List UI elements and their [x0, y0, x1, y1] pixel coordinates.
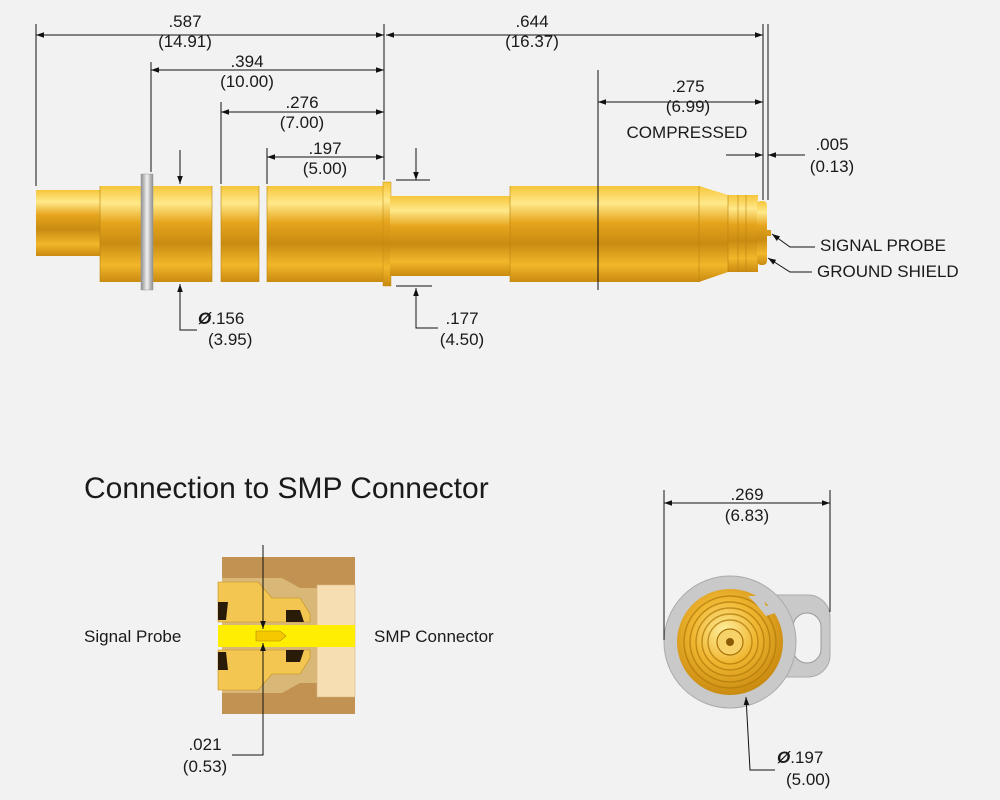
- dim-276-mm: (7.00): [280, 113, 324, 132]
- dim-275-in: .275: [671, 77, 704, 96]
- dim-197-dia-value: .197: [790, 748, 823, 767]
- dim-156-mm: (3.95): [208, 330, 252, 349]
- probe-body-1: [100, 186, 212, 282]
- leader-ground-shield: [767, 257, 812, 273]
- dim-644-in: .644: [515, 12, 548, 31]
- extension-lines: [35, 24, 769, 290]
- leader-signal-probe: [771, 233, 815, 248]
- probe-side-view: [36, 173, 771, 291]
- probe-signal-pin: [765, 230, 771, 236]
- dim-leader-021: [232, 643, 266, 756]
- probe-flange: [140, 173, 154, 291]
- signal-line: [218, 625, 355, 647]
- dim-021-in: .021: [188, 735, 221, 754]
- ground-shield-callout: GROUND SHIELD: [817, 262, 959, 281]
- dim-177-mm: (4.50): [440, 330, 484, 349]
- probe-barrel: [510, 186, 700, 282]
- dim-197-dia-mm: (5.00): [786, 770, 830, 789]
- dim-005-in: .005: [815, 135, 848, 154]
- dim-177-in: .177: [445, 309, 478, 328]
- dim-394-in: .394: [230, 52, 263, 71]
- dim-197-mm: (5.00): [303, 159, 347, 178]
- probe-tail: [36, 190, 102, 256]
- probe-body-2: [221, 186, 259, 282]
- dim-394-mm: (10.00): [220, 72, 274, 91]
- end-view-slot: [792, 612, 822, 664]
- dim-leader-177: [413, 288, 438, 329]
- probe-neck: [390, 196, 512, 276]
- dim-275-note: COMPRESSED: [627, 123, 748, 142]
- dim-021-mm: (0.53): [183, 757, 227, 776]
- dim-156-in: Ø.156: [198, 309, 244, 328]
- probe-ground-shield: [728, 195, 758, 272]
- end-view-notch: [748, 596, 778, 616]
- dim-587-in: .587: [168, 12, 201, 31]
- signal-probe-callout: SIGNAL PROBE: [820, 236, 946, 255]
- probe-taper: [699, 186, 728, 282]
- dim-197-dia-in: Ø.197: [777, 748, 823, 767]
- section-title: Connection to SMP Connector: [84, 472, 489, 505]
- dim-leader-156: [177, 284, 197, 331]
- probe-tip: [757, 201, 767, 265]
- probe-body-3: [267, 186, 384, 282]
- diameter-symbol-197: Ø: [777, 748, 791, 767]
- smp-section-view: [217, 557, 356, 714]
- probe-contact-dark-upper: [218, 602, 304, 622]
- end-view-center-pin: [726, 638, 734, 646]
- probe-collar: [382, 181, 392, 287]
- dim-276-in: .276: [285, 93, 318, 112]
- signal-probe-label: Signal Probe: [84, 627, 181, 646]
- signal-pin-tip: [255, 630, 287, 642]
- dim-005-mm: (0.13): [810, 157, 854, 176]
- dim-156-value: .156: [211, 309, 244, 328]
- dim-leader-197: [743, 696, 775, 771]
- end-view: [663, 575, 831, 709]
- dim-269-mm: (6.83): [725, 506, 769, 525]
- smp-connector-label: SMP Connector: [374, 627, 494, 646]
- dim-644-mm: (16.37): [505, 32, 559, 51]
- dim-587-mm: (14.91): [158, 32, 212, 51]
- dim-197-in: .197: [308, 139, 341, 158]
- probe-contact-dark-lower: [218, 650, 304, 670]
- dim-275-mm: (6.99): [666, 97, 710, 116]
- diameter-symbol-156: Ø: [198, 309, 212, 328]
- dim-269-in: .269: [730, 485, 763, 504]
